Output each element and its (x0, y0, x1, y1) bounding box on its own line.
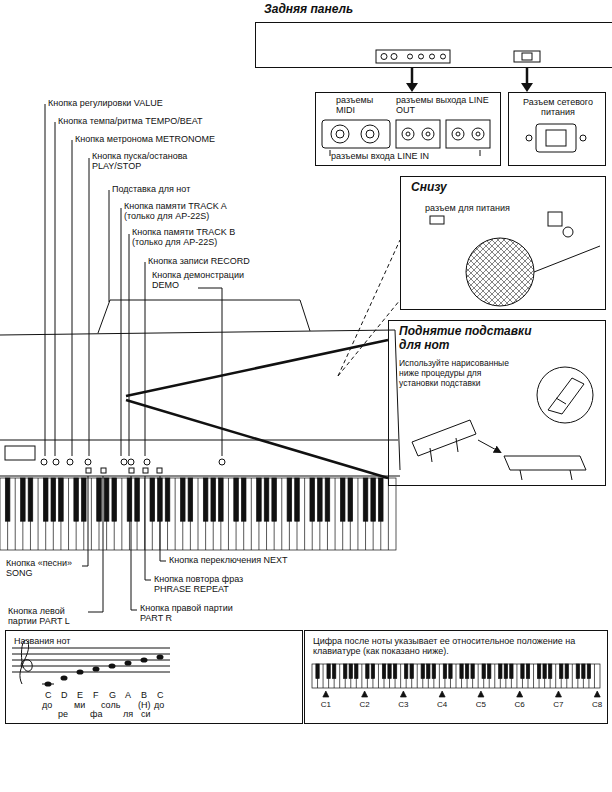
note-name: B (141, 690, 147, 700)
panel-box: Цифра после ноты указывает ее относитель… (304, 630, 608, 724)
key-number: C2 (355, 700, 375, 709)
part-label: Кнопка переключения NEXT (169, 555, 288, 565)
note-name: до (154, 700, 164, 710)
note-name: (H) (138, 700, 151, 710)
note-name: G (109, 690, 116, 700)
note-name: фа (90, 709, 102, 719)
part-label: Кнопка пуска/останова PLAY/STOP (92, 151, 207, 172)
part-label: Кнопка темпа/ритма TEMPO/BEAT (58, 116, 203, 126)
box-text: разъемы выхода LINE OUT (396, 95, 496, 116)
note-name: E (77, 690, 83, 700)
part-label: Кнопка «песни» SONG (6, 558, 80, 579)
connector-arrow (521, 68, 533, 92)
note-name: до (42, 700, 52, 710)
note-name: C (157, 690, 164, 700)
note-name: C (45, 690, 52, 700)
note-name: си (141, 709, 151, 719)
key-number: C4 (432, 700, 452, 709)
panel-box: Поднятие подставки для нотИспользуйте на… (388, 320, 606, 486)
key-number: C1 (316, 700, 336, 709)
panel-box: Разъем сетевого питания (508, 92, 606, 166)
note-name: F (93, 690, 99, 700)
panel-box: разъемы MIDI разъемы выхода LINE OUT разъе… (315, 92, 501, 166)
note-name: D (61, 690, 68, 700)
key-number: C7 (548, 700, 568, 709)
note-name: соль (101, 700, 120, 710)
key-number: C8 (587, 700, 607, 709)
part-label: Подставка для нот (112, 184, 190, 194)
part-label: Кнопка левой партии PART L (8, 606, 86, 627)
power-icon (514, 51, 540, 62)
part-label: Кнопка повтора фраз PHRASE REPEAT (154, 574, 254, 595)
box-text: Цифра после ноты указывает ее относитель… (313, 636, 601, 657)
box-text: Названия нот (14, 636, 71, 646)
key-number: C5 (471, 700, 491, 709)
box-text: Разъем сетевого питания (517, 97, 599, 118)
connector-arrow (406, 68, 418, 92)
part-label: Кнопка записи RECORD (148, 256, 250, 266)
panel-box: Задняя панель (255, 22, 612, 68)
panel-box: Снизу разъем для питания (400, 176, 606, 310)
note-name: ля (123, 709, 133, 719)
box-text: Используйте нарисованные ниже процедуры … (399, 359, 519, 388)
part-label: Кнопка правой партии PART R (140, 603, 250, 624)
part-label: Кнопка демонстрации DEMO (152, 270, 257, 291)
connector-icon (376, 50, 450, 63)
key-number: C3 (393, 700, 413, 709)
box-text: разъемы MIDI (336, 95, 378, 116)
box-text: разъемы входа LINE IN (331, 151, 496, 161)
box-text: разъем для питания (425, 203, 575, 213)
note-name: ре (58, 709, 68, 719)
box-title: Задняя панель (264, 3, 353, 17)
note-name: A (125, 690, 131, 700)
box-title: Снизу (411, 181, 447, 195)
box-title: Поднятие подставки для нот (399, 325, 549, 353)
part-label: Кнопка памяти TRACK B (только для AP-22S… (132, 227, 244, 248)
part-label: Кнопка метронома METRONOME (75, 134, 215, 144)
part-label: Кнопка регулировки VALUE (48, 98, 163, 108)
key-number: C6 (510, 700, 530, 709)
note-name: ми (74, 700, 85, 710)
part-label: Кнопка памяти TRACK A (только для AP-22S… (124, 201, 236, 222)
